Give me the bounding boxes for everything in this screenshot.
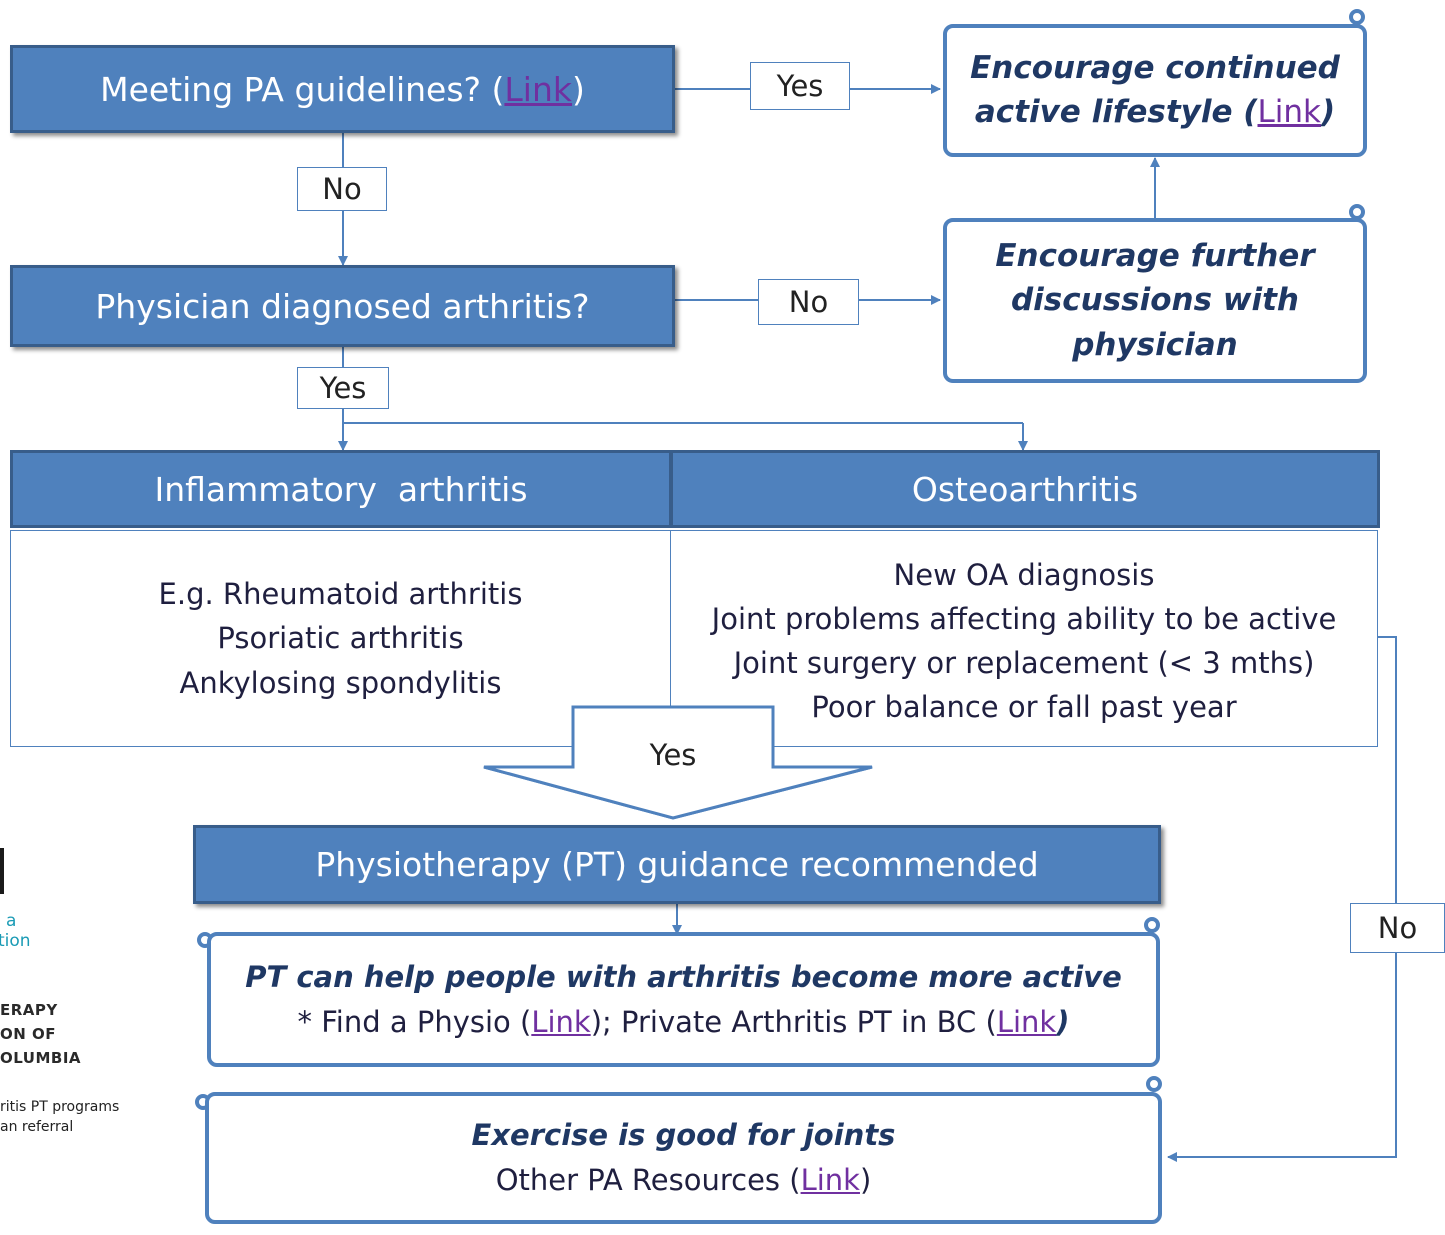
pt-help-prefix: * Find a Physio ( — [297, 1004, 532, 1039]
note-fragment: ritis PT programs an referral — [0, 1097, 119, 1138]
encourage-active-line2a: active lifestyle ( — [974, 93, 1258, 130]
exercise-prefix: Other PA Resources ( — [495, 1163, 801, 1197]
osteo-item: Poor balance or fall past year — [811, 690, 1237, 725]
org-fragment-2-line2: ON OF — [0, 1025, 57, 1043]
label-no-3: No — [1350, 903, 1445, 953]
org-fragment-2-line3: OLUMBIA — [0, 1049, 82, 1067]
label-no-2: No — [758, 279, 859, 325]
inflammatory-item: Psoriatic arthritis — [217, 621, 464, 656]
decision-meeting-pa-close: ) — [572, 69, 585, 109]
encourage-active-line2: active lifestyle (Link) — [975, 91, 1335, 134]
label-yes-3: Yes — [649, 738, 697, 772]
header-inflammatory-text: Inflammatory arthritis — [154, 469, 528, 509]
note-fragment-line1: ritis PT programs — [0, 1099, 120, 1115]
encourage-active-close: ) — [1320, 93, 1336, 130]
exercise-heading: Exercise is good for joints — [471, 1118, 896, 1153]
osteo-item: Joint surgery or replacement (< 3 mths) — [733, 646, 1315, 681]
pt-help-close: ) — [1056, 1004, 1070, 1039]
decision-physician-diagnosed: Physician diagnosed arthritis? — [10, 265, 675, 347]
header-inflammatory: Inflammatory arthritis — [10, 450, 672, 528]
link-pa-guidelines[interactable]: Link — [504, 69, 573, 109]
org-fragment-2-line1: ERAPY — [0, 1001, 58, 1019]
org-fragment-1-line1: a — [6, 911, 17, 931]
inflammatory-item: E.g. Rheumatoid arthritis — [158, 577, 523, 612]
org-fragment-2: ERAPY ON OF OLUMBIA — [0, 998, 81, 1070]
decision-meeting-pa: Meeting PA guidelines? (Link) — [10, 45, 675, 133]
link-private-arthritis-pt[interactable]: Link — [996, 1004, 1057, 1039]
box-encourage-physician: Encourage further discussions with physi… — [943, 218, 1367, 383]
box-pt-guidance: Physiotherapy (PT) guidance recommended — [193, 825, 1161, 904]
encourage-active-line1: Encourage continued — [970, 50, 1340, 87]
exercise-close: ) — [859, 1163, 872, 1197]
box-exercise: Exercise is good for joints Other PA Res… — [205, 1092, 1162, 1224]
pt-help-middle: ); Private Arthritis PT in BC ( — [590, 1004, 997, 1039]
pt-help-links: * Find a Physio (Link); Private Arthriti… — [298, 1000, 1070, 1045]
decision-physician-text: Physician diagnosed arthritis? — [95, 286, 590, 326]
osteo-item: New OA diagnosis — [893, 558, 1155, 592]
header-osteo: Osteoarthritis — [670, 450, 1380, 528]
label-yes-2: Yes — [297, 367, 389, 409]
box-pt-help: PT can help people with arthritis become… — [207, 932, 1160, 1067]
logo-fragment-mark — [0, 848, 4, 894]
decision-meeting-pa-text: Meeting PA guidelines? ( — [100, 69, 505, 109]
note-fragment-line2: an referral — [0, 1119, 74, 1136]
label-yes-1: Yes — [750, 62, 850, 110]
encourage-physician-line3: physician — [1072, 326, 1238, 363]
inflammatory-item: Ankylosing spondylitis — [179, 665, 502, 700]
pt-guidance-text: Physiotherapy (PT) guidance recommended — [315, 845, 1039, 884]
arrow-osteo-no — [1167, 636, 1397, 1162]
exercise-resources: Other PA Resources (Link) — [496, 1158, 872, 1203]
link-find-physio[interactable]: Link — [531, 1004, 591, 1039]
content-inflammatory: E.g. Rheumatoid arthritis Psoriatic arth… — [10, 530, 671, 747]
label-no-1: No — [297, 167, 387, 211]
content-osteo: New OA diagnosis Joint problems affectin… — [670, 530, 1378, 747]
org-fragment-1: a tion — [0, 911, 31, 951]
header-osteo-text: Osteoarthritis — [911, 469, 1139, 509]
link-active-lifestyle[interactable]: Link — [1257, 93, 1321, 130]
link-other-pa-resources[interactable]: Link — [800, 1163, 860, 1197]
encourage-physician-line1: Encourage further — [995, 238, 1315, 275]
org-fragment-1-line2: tion — [0, 930, 31, 951]
pt-help-heading: PT can help people with arthritis become… — [245, 959, 1122, 994]
encourage-physician-line2: discussions with — [1010, 282, 1299, 319]
osteo-item: Joint problems affecting ability to be a… — [711, 602, 1337, 637]
box-encourage-active: Encourage continued active lifestyle (Li… — [943, 24, 1367, 157]
